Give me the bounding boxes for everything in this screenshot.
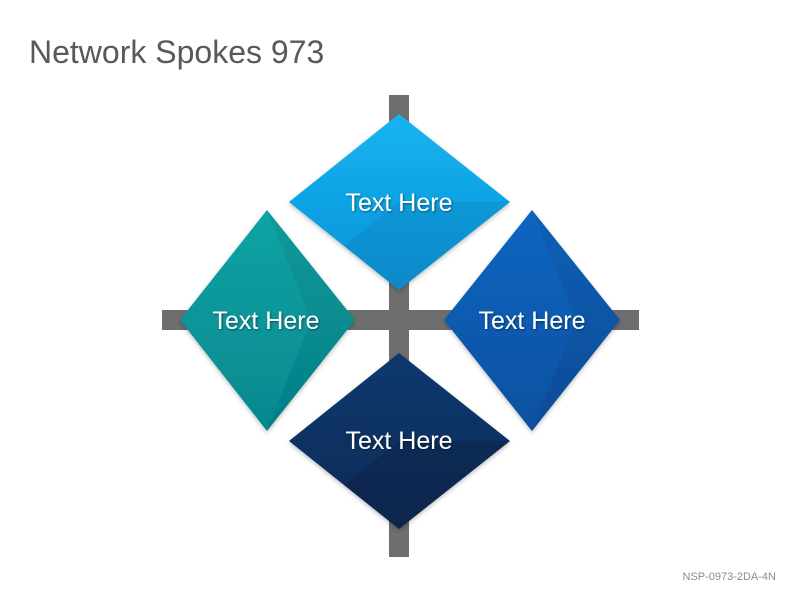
diamond-left-label: Text Here [213, 307, 320, 335]
diamond-top[interactable] [289, 114, 510, 290]
diamond-right-label: Text Here [479, 307, 586, 335]
diamond-left[interactable] [180, 210, 355, 431]
slide-title: Network Spokes 973 [29, 34, 325, 70]
diamond-top-label: Text Here [346, 189, 453, 217]
footer-code: NSP-0973-2DA-4N [682, 571, 776, 583]
diamond-bottom[interactable] [289, 353, 510, 529]
diamond-right[interactable] [444, 210, 620, 431]
diamond-bottom-label: Text Here [346, 427, 453, 455]
